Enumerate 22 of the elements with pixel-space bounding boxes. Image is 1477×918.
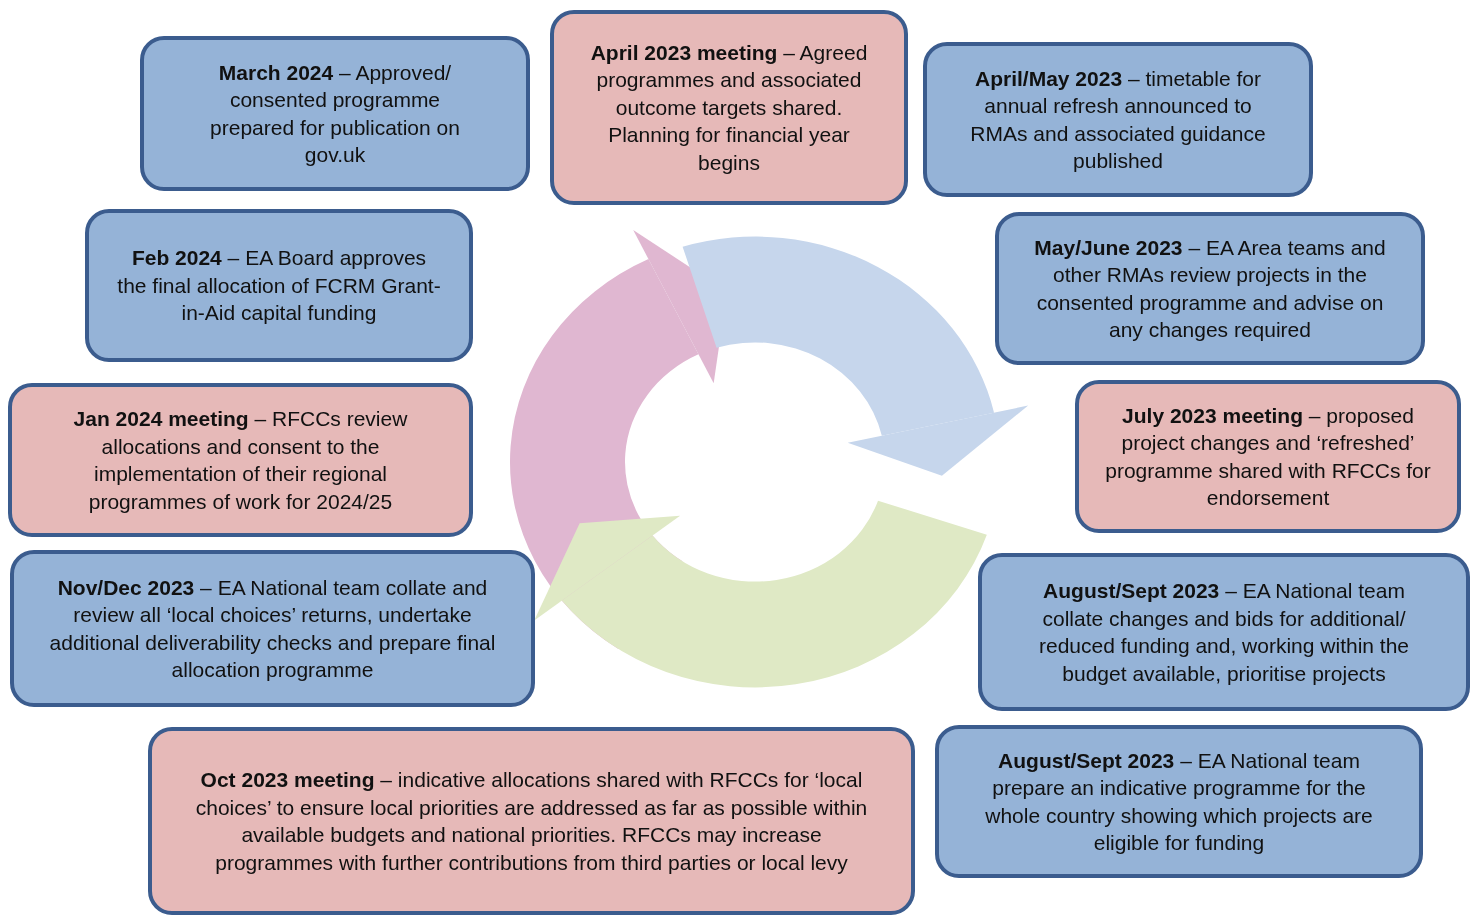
timeline-box bbox=[8, 383, 473, 537]
step-text: August/Sept 2023 – EA National team prepare an indicative programme for the whole country showing which projects are eligible for funding bbox=[984, 747, 1374, 856]
step-text: March 2024 – Approved/ consented programme prepared for publication on gov.uk bbox=[209, 59, 461, 168]
timeline-box bbox=[148, 727, 915, 915]
timeline-box bbox=[995, 212, 1425, 365]
step-text: April 2023 meeting – Agreed programmes and associated outcome targets shared. Planning for financial year begins bbox=[589, 39, 869, 176]
timeline-box bbox=[85, 209, 473, 362]
timeline-box bbox=[10, 550, 535, 707]
step-text: Nov/Dec 2023 – EA National team collate and review all ‘local choices’ returns, undertake additional deliverability checks and prepare final allocation programme bbox=[48, 574, 497, 683]
step-text: Oct 2023 meeting – indicative allocations shared with RFCCs for ‘local choices’ to ensure local priorities are addressed as far as possible within available budgets and national priorities. RFCCs may increase programmes with further contributions from third parties or local levy bbox=[194, 767, 869, 876]
step-text: August/Sept 2023 – EA National team collate changes and bids for additional/ reduced funding and, working within the budget available, prioritise projects bbox=[1037, 578, 1411, 687]
step-text: Jan 2024 meeting – RFCCs review allocations and consent to the implementation of their regional programmes of work for 2024/25 bbox=[72, 406, 409, 515]
timeline-box bbox=[1075, 380, 1461, 533]
step-text: April/May 2023 – timetable for annual refresh announced to RMAs and associated guidance published bbox=[969, 65, 1267, 174]
step-text: Feb 2024 – EA Board approves the final allocation of FCRM Grant-in-Aid capital funding bbox=[117, 245, 441, 327]
timeline-box bbox=[935, 725, 1423, 878]
timeline-box bbox=[140, 36, 530, 191]
timeline-box bbox=[923, 42, 1313, 197]
timeline-box bbox=[550, 10, 908, 205]
step-text: May/June 2023 – EA Area teams and other RMAs review projects in the consented programme and advise on any changes required bbox=[1033, 234, 1387, 343]
step-text: July 2023 meeting – proposed project changes and ‘refreshed’ programme shared with RFCCs for endorsement bbox=[1104, 402, 1432, 511]
timeline-box bbox=[978, 553, 1470, 711]
